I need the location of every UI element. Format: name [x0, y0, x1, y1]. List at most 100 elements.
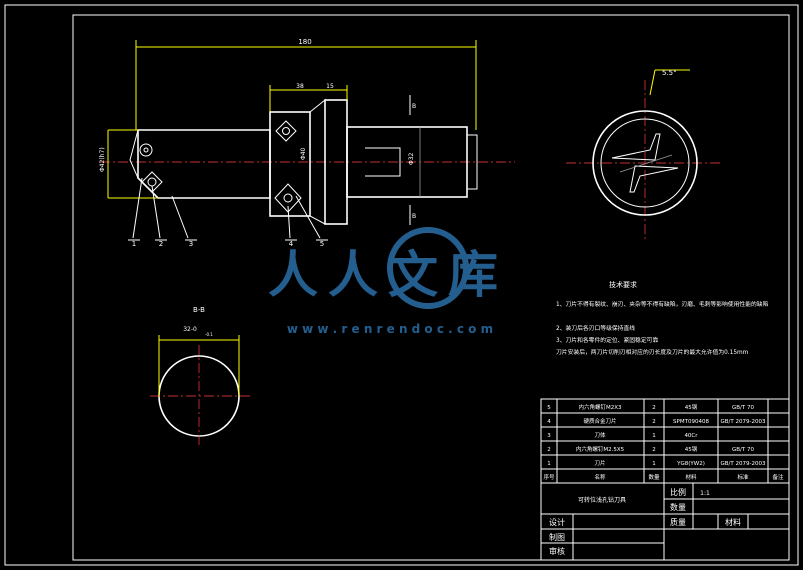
parts-cell-material: SPMT090408 — [673, 419, 709, 425]
parts-cell-no: 5 — [547, 405, 551, 411]
insert-top-screw — [282, 127, 290, 135]
dim-side-label: 15 — [326, 83, 334, 90]
parts-cell-name: 内六角螺钉M2.5X5 — [576, 445, 625, 453]
tech-req-item-2: 2、装刀后各刃口等级保持直线 — [556, 324, 635, 332]
main-view — [100, 98, 515, 225]
insert-right — [274, 183, 302, 213]
end-angle-label: 5.5° — [662, 69, 677, 77]
end-outer-circle — [592, 110, 698, 216]
parts-cell-qty: 2 — [652, 405, 656, 411]
draw-label: 制图 — [549, 532, 565, 542]
end-insert-lower — [629, 165, 679, 193]
parts-cell-no: 4 — [547, 419, 551, 425]
weight-label: 质量 — [670, 517, 686, 527]
tech-req-item-3: 3、刀片和各零件的定位、紧固稳定可靠 — [556, 336, 658, 344]
qty-label: 数量 — [670, 502, 686, 512]
section-title: B-B — [193, 306, 205, 314]
section-mark-top: B — [412, 103, 416, 110]
scale-label: 比例 — [670, 487, 686, 497]
parts-header-name: 名称 — [594, 473, 606, 481]
material-label: 材料 — [725, 517, 741, 527]
parts-cell-std: GB/T 2079-2003 — [721, 419, 766, 425]
inner-frame — [72, 14, 790, 561]
parts-header-std: 标准 — [737, 473, 749, 481]
leader-2 — [151, 185, 161, 239]
leader-4 — [287, 205, 291, 239]
cutter-tip — [129, 129, 139, 179]
parts-cell-no: 1 — [547, 461, 551, 467]
drawing-name: 可转位浅孔钻刀具 — [578, 496, 626, 504]
dim-dia-shank-label: Φ32 — [408, 152, 415, 165]
shank-flat — [365, 147, 401, 177]
insert-right-screw — [283, 193, 293, 203]
insert-left — [141, 171, 163, 193]
end-view: 5.5° — [566, 69, 720, 240]
parts-cell-qty: 1 — [652, 433, 656, 439]
shank-end — [466, 134, 478, 190]
dim-total-label: 180 — [298, 38, 311, 46]
end-web — [619, 154, 673, 173]
tech-req-title: 技术要求 — [609, 280, 637, 289]
end-inner-circle — [600, 118, 690, 208]
scale-value: 1:1 — [700, 490, 710, 497]
dim-dia-mid-label: Φ40 — [300, 147, 307, 160]
leader-3 — [171, 195, 189, 239]
outer-frame — [4, 4, 799, 566]
parts-cell-material: 40Cr — [684, 433, 698, 439]
parts-cell-qty: 1 — [652, 461, 656, 467]
parts-cell-std: GB/T 70 — [732, 405, 754, 411]
parts-cell-std: GB/T 70 — [732, 447, 754, 453]
title-block: 可转位浅孔钻刀具 比例 1:1 数量 质量 材料 设计 制图 审核 — [540, 482, 790, 561]
parts-header-qty: 数量 — [648, 473, 660, 481]
section-dim-label: 32-0 — [183, 326, 197, 333]
title-block-border — [540, 482, 790, 561]
tech-req-item-4: 刀片安装后，两刀片切削刃相对应的刃长度及刀片的最大允许值为0.15mm — [556, 348, 749, 356]
flange — [269, 111, 311, 217]
parts-cell-no: 2 — [547, 447, 551, 453]
dim-dia-left-label: Φ42(h7) — [99, 147, 106, 172]
cutter-body — [137, 129, 271, 199]
parts-cell-name: 刀片 — [594, 459, 605, 467]
leader-5 — [295, 195, 321, 239]
watermark-ring — [387, 227, 469, 309]
balloon-1: 1 — [132, 240, 136, 248]
parts-header-material: 材料 — [685, 473, 697, 481]
section-view: B-B 32-0 -0.1 — [150, 306, 250, 445]
tech-requirements: 技术要求 1、刀片不得有裂纹、崩刃、夹杂等不得有缺陷，刃磨、毛刺等影响使用性能的… — [556, 280, 769, 356]
parts-cell-name: 刀体 — [594, 431, 606, 439]
watermark: 人人文库 w w w . r e n r e n d o c . c o m — [268, 227, 508, 336]
balloon-3: 3 — [189, 240, 193, 248]
screw-upper-core — [143, 147, 149, 153]
section-mark-bottom: B — [412, 213, 416, 220]
review-label: 审核 — [549, 546, 565, 556]
parts-header-remark: 备注 — [772, 473, 784, 481]
tech-req-item-1: 1、刀片不得有裂纹、崩刃、夹杂等不得有缺陷，刃磨、毛刺等影响使用性能的缺陷 — [556, 300, 769, 308]
balloon-2: 2 — [159, 240, 163, 248]
insert-left-screw — [147, 177, 157, 187]
parts-cell-qty: 2 — [652, 419, 656, 425]
leaders: 1 2 3 4 5 — [128, 177, 328, 248]
parts-table — [540, 398, 790, 484]
parts-header-no: 序号 — [543, 473, 555, 481]
design-label: 设计 — [549, 517, 565, 527]
watermark-url: w w w . r e n r e n d o c . c o m — [287, 322, 493, 336]
insert-top — [275, 120, 297, 142]
parts-cell-name: 硬质合金刀片 — [583, 417, 616, 425]
parts-cell-std: GB/T 2079-2003 — [721, 461, 766, 467]
parts-cell-material: 45钢 — [685, 403, 698, 411]
balloon-4: 4 — [289, 240, 294, 248]
parts-cell-no: 3 — [547, 433, 551, 439]
parts-cell-qty: 2 — [652, 447, 656, 453]
main-dimensions: 180 38 15 Φ42(h7) Φ40 Φ32 B B — [99, 38, 477, 225]
parts-cell-material: 45钢 — [685, 445, 698, 453]
end-insert-upper — [611, 133, 661, 161]
screw-upper — [139, 143, 153, 157]
watermark-brand: 人人文库 — [268, 246, 508, 304]
angle-leader — [649, 69, 656, 96]
section-dim-tolerance: -0.1 — [205, 332, 213, 337]
balloon-5: 5 — [320, 240, 324, 248]
parts-cell-name: 内六角螺钉M2X3 — [578, 403, 622, 411]
dim-mid-label: 38 — [296, 83, 304, 90]
